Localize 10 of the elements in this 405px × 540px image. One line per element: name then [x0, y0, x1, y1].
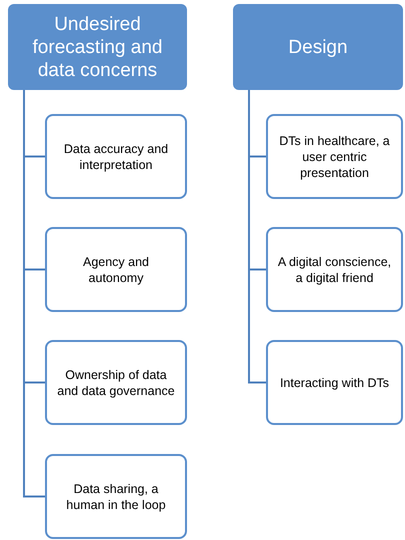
connector-line	[248, 90, 266, 384]
topic-box: Ownership of data and data governance	[45, 340, 187, 425]
category-header: Undesired forecasting and data concerns	[8, 4, 187, 90]
topic-box: A digital conscience, a digital friend	[266, 227, 403, 312]
category-header: Design	[233, 4, 403, 90]
topic-box: Agency and autonomy	[45, 227, 187, 312]
topic-box: Data sharing, a human in the loop	[45, 454, 187, 539]
topic-box: Data accuracy and interpretation	[45, 114, 187, 199]
topic-box: Interacting with DTs	[266, 340, 403, 425]
topic-box: DTs in healthcare, a user centric presentation	[266, 114, 403, 199]
